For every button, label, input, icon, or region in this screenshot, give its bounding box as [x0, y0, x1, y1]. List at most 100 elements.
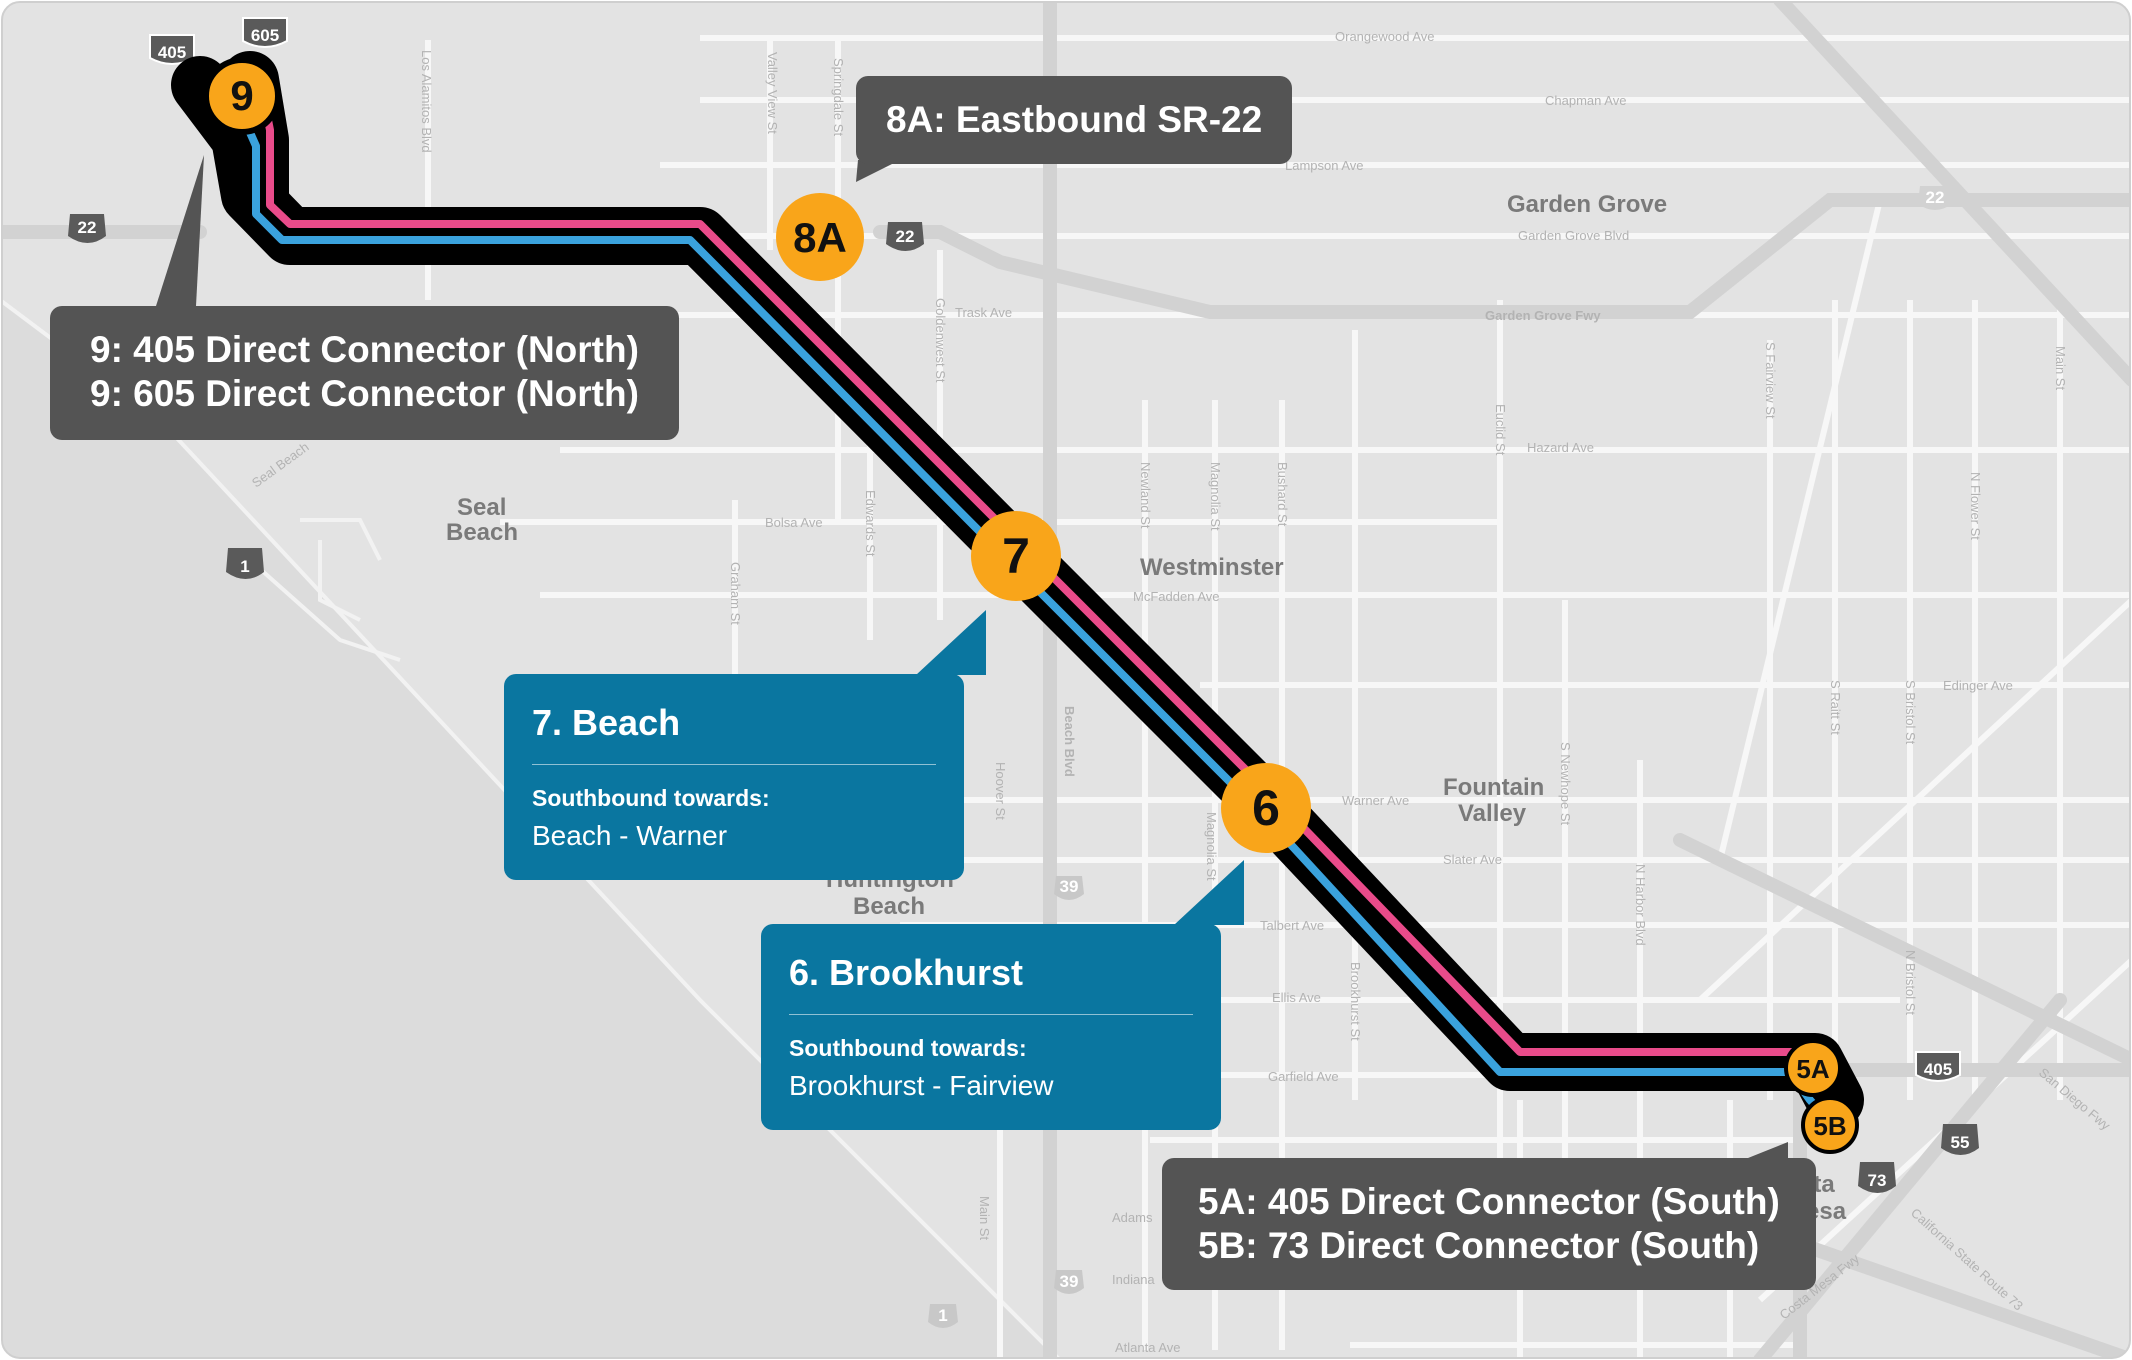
street-label: Warner Ave	[1342, 793, 1409, 808]
state-route-22-shield: 22	[1918, 186, 1952, 210]
street-label: Talbert Ave	[1260, 918, 1324, 933]
street-label: Main St	[977, 1196, 992, 1240]
svg-text:9: 9	[230, 72, 253, 119]
street-label: S Fairview St	[1763, 342, 1778, 419]
route-39-shield: 39	[1054, 1270, 1084, 1294]
svg-text:1: 1	[938, 1306, 947, 1325]
svg-text:22: 22	[1926, 188, 1945, 207]
callout-6-title: 6. Brookhurst	[789, 952, 1193, 1015]
city-label: Seal	[457, 494, 506, 521]
state-route-22-shield: 22	[886, 222, 924, 251]
city-label: Valley	[1458, 800, 1527, 827]
street-label: Ellis Ave	[1272, 990, 1321, 1005]
stop-5a-marker[interactable]: 5A	[1784, 1039, 1842, 1097]
callout-5-line2: 5B: 73 Direct Connector (South)	[1198, 1225, 1760, 1266]
street-label: N Bristol St	[1903, 950, 1918, 1015]
svg-text:5B: 5B	[1813, 1111, 1846, 1141]
callout-5: 5A: 405 Direct Connector (South) 5B: 73 …	[1162, 1158, 1816, 1290]
interstate-405-shield: 405	[1915, 1051, 1961, 1082]
svg-text:7: 7	[1002, 528, 1030, 584]
street-label: Trask Ave	[955, 305, 1012, 320]
road-grid	[425, 35, 2130, 1358]
street-label: N Flower St	[1968, 472, 1983, 540]
stop-6-marker[interactable]: 6	[1221, 763, 1311, 853]
svg-text:1: 1	[240, 557, 249, 576]
street-label: Main St	[2053, 346, 2068, 390]
svg-text:8A: 8A	[793, 214, 847, 261]
street-label: N Harbor Blvd	[1633, 864, 1648, 946]
svg-text:405: 405	[158, 43, 186, 62]
route-39-shield: 39	[1054, 876, 1084, 900]
callout-9-tail	[156, 155, 204, 306]
street-label: Hazard Ave	[1527, 440, 1594, 455]
street-label: Bushard St	[1275, 462, 1290, 527]
svg-text:39: 39	[1060, 877, 1079, 896]
street-label: Slater Ave	[1443, 852, 1502, 867]
street-label: S Raitt St	[1828, 680, 1843, 735]
svg-text:405: 405	[1924, 1060, 1952, 1079]
stop-7-marker[interactable]: 7	[971, 511, 1061, 601]
state-route-1-shield: 1	[928, 1304, 958, 1328]
street-label: Atlanta Ave	[1115, 1340, 1181, 1355]
svg-text:22: 22	[896, 227, 915, 246]
street-label: Euclid St	[1493, 404, 1508, 456]
state-route-1-shield: 1	[226, 548, 264, 579]
svg-text:73: 73	[1868, 1171, 1887, 1190]
street-label: Springdale St	[831, 58, 846, 136]
street-label: McFadden Ave	[1133, 589, 1219, 604]
street-label: Magnolia St	[1204, 812, 1219, 881]
street-label: Orangewood Ave	[1335, 29, 1435, 44]
state-route-22-shield: 22	[68, 214, 106, 243]
callout-7-tail	[916, 610, 986, 675]
callout-7-title: 7. Beach	[532, 702, 936, 765]
callout-6-destination: Brookhurst - Fairview	[789, 1070, 1054, 1101]
street-label: Bolsa Ave	[765, 515, 823, 530]
svg-text:605: 605	[251, 26, 279, 45]
callout-8a: 8A: Eastbound SR-22	[856, 76, 1293, 164]
callout-6-subtitle: Southbound towards:	[789, 1035, 1027, 1061]
city-label: Garden Grove	[1507, 191, 1667, 218]
street-label: Los Alamitos Blvd	[419, 50, 434, 153]
street-label: Valley View St	[765, 52, 780, 134]
svg-text:22: 22	[78, 218, 97, 237]
street-label: Edinger Ave	[1943, 678, 2013, 693]
svg-text:55: 55	[1951, 1133, 1970, 1152]
route-pink-line	[258, 86, 1819, 1056]
city-label: Beach	[446, 519, 518, 546]
callout-6-tail	[1174, 860, 1244, 925]
callout-7: 7. Beach Southbound towards: Beach - War…	[504, 674, 964, 880]
street-label: Indiana	[1112, 1272, 1155, 1287]
street-label: Chapman Ave	[1545, 93, 1626, 108]
street-label: Adams	[1112, 1210, 1153, 1225]
street-label: S Newhope St	[1558, 742, 1573, 825]
callout-7-subtitle: Southbound towards:	[532, 785, 770, 811]
svg-text:5A: 5A	[1796, 1054, 1829, 1084]
callout-9-line1: 9: 405 Direct Connector (North)	[90, 329, 639, 370]
callout-7-destination: Beach - Warner	[532, 820, 728, 851]
street-label: Beach Blvd	[1062, 706, 1077, 777]
stop-8a-marker[interactable]: 8A	[776, 193, 864, 281]
street-label: Hoover St	[993, 762, 1008, 820]
street-label: Garfield Ave	[1268, 1069, 1339, 1084]
callout-9: 9: 405 Direct Connector (North) 9: 605 D…	[50, 306, 679, 440]
street-label: Garden Grove Fwy	[1485, 308, 1601, 323]
stop-9-marker[interactable]: 9	[203, 57, 281, 135]
street-label: Goldenwest St	[933, 298, 948, 383]
callout-9-line2: 9: 605 Direct Connector (North)	[90, 373, 639, 414]
street-label: Graham St	[728, 562, 743, 625]
callout-5-line1: 5A: 405 Direct Connector (South)	[1198, 1181, 1780, 1222]
callout-6: 6. Brookhurst Southbound towards: Brookh…	[761, 924, 1221, 1130]
city-label: Fountain	[1443, 774, 1544, 801]
stop-5b-marker[interactable]: 5B	[1801, 1096, 1859, 1154]
street-label: Magnolia St	[1208, 462, 1223, 531]
callout-5-tail	[1738, 1142, 1788, 1162]
city-label: Beach	[853, 893, 925, 920]
street-label: S Bristol St	[1903, 680, 1918, 745]
street-label: Newland St	[1138, 462, 1153, 529]
interstate-605-shield: 605	[242, 17, 288, 48]
svg-text:39: 39	[1060, 1272, 1079, 1291]
city-label: Westminster	[1140, 554, 1284, 581]
street-label: Brookhurst St	[1348, 962, 1363, 1041]
